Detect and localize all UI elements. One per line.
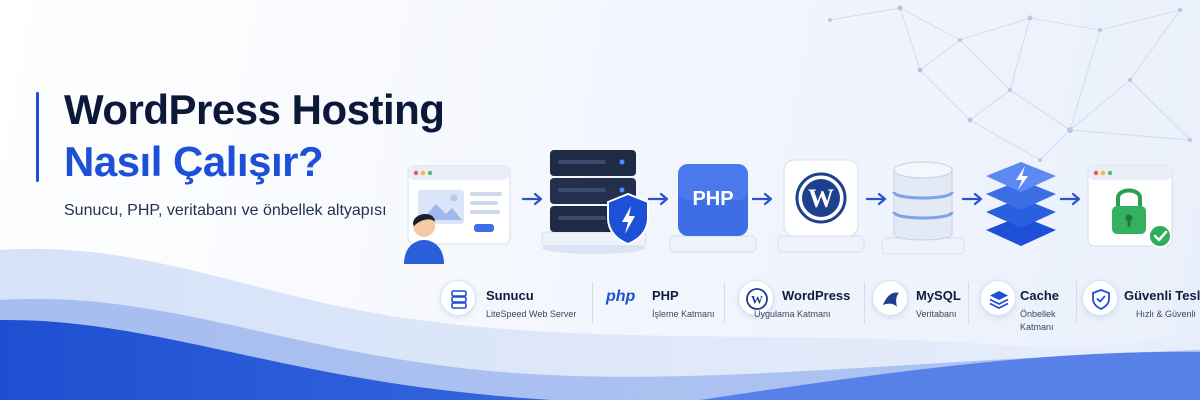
legend-subtitle: LiteSpeed Web Server — [486, 309, 577, 319]
legend-wordpress: W WordPress Uygulama Katmanı — [738, 278, 862, 328]
legend-cache: Cache Önbellek Katmanı — [980, 278, 1080, 332]
legend-mysql: MySQL Veritabanı — [872, 278, 972, 328]
legend-php: php PHP İşleme Katmanı — [606, 278, 726, 328]
legend-title: Cache — [1020, 288, 1060, 303]
legend-subtitle: Uygulama Katmanı — [754, 309, 831, 319]
php-badge-label: PHP — [692, 188, 734, 210]
stage-database — [880, 154, 966, 258]
divider — [968, 282, 969, 324]
legend-subtitle: Önbellek Katmanı — [1020, 308, 1056, 334]
stage-wordpress: W — [776, 156, 866, 256]
arrow-right-icon — [1060, 192, 1081, 206]
stage-php: PHP — [668, 160, 758, 256]
network-pattern — [829, 7, 1192, 161]
legend-title: PHP — [652, 288, 679, 303]
legend-title: Güvenli Teslimat — [1124, 288, 1200, 303]
user-avatar — [404, 213, 444, 264]
arrow-right-icon — [962, 192, 983, 206]
php-icon: php — [606, 288, 636, 305]
page-title: WordPress Hosting — [64, 86, 445, 133]
wordpress-icon: W — [738, 280, 774, 316]
page-title-highlight: Nasıl Çalışır? — [64, 138, 324, 185]
divider — [592, 282, 593, 324]
server-icon — [440, 280, 476, 316]
legend-subtitle-line: Önbellek — [1020, 309, 1056, 319]
arrow-right-icon — [866, 192, 887, 206]
stage-secure — [1086, 160, 1182, 256]
legend-secure: Güvenli Teslimat Hızlı & Güvenli — [1082, 278, 1200, 328]
divider — [1076, 282, 1077, 324]
legend-subtitle: Veritabanı — [916, 309, 957, 319]
layers-icon — [980, 280, 1016, 316]
divider — [864, 282, 865, 324]
shield-icon — [1082, 280, 1118, 316]
divider — [724, 282, 725, 324]
wave-dark — [0, 319, 760, 400]
legend-subtitle: İşleme Katmanı — [652, 309, 715, 319]
stage-cache — [978, 158, 1064, 258]
svg-text:W: W — [751, 293, 763, 307]
legend-title: Sunucu — [486, 288, 534, 303]
arrow-right-icon — [752, 192, 773, 206]
mysql-icon — [872, 280, 908, 316]
legend-server: Sunucu LiteSpeed Web Server — [440, 278, 580, 328]
legend-title: MySQL — [916, 288, 961, 303]
accent-bar — [36, 92, 39, 182]
legend-subtitle: Hızlı & Güvenli — [1136, 309, 1196, 319]
legend-subtitle-line: Katmanı — [1020, 322, 1054, 332]
svg-text:W: W — [808, 184, 834, 213]
arrow-right-icon — [648, 192, 669, 206]
legend-title: WordPress — [782, 288, 851, 303]
stage-server — [538, 144, 650, 256]
stage-browser — [402, 160, 514, 268]
arrow-right-icon — [522, 192, 543, 206]
page-subtitle: Sunucu, PHP, veritabanı ve önbellek alty… — [64, 202, 387, 219]
